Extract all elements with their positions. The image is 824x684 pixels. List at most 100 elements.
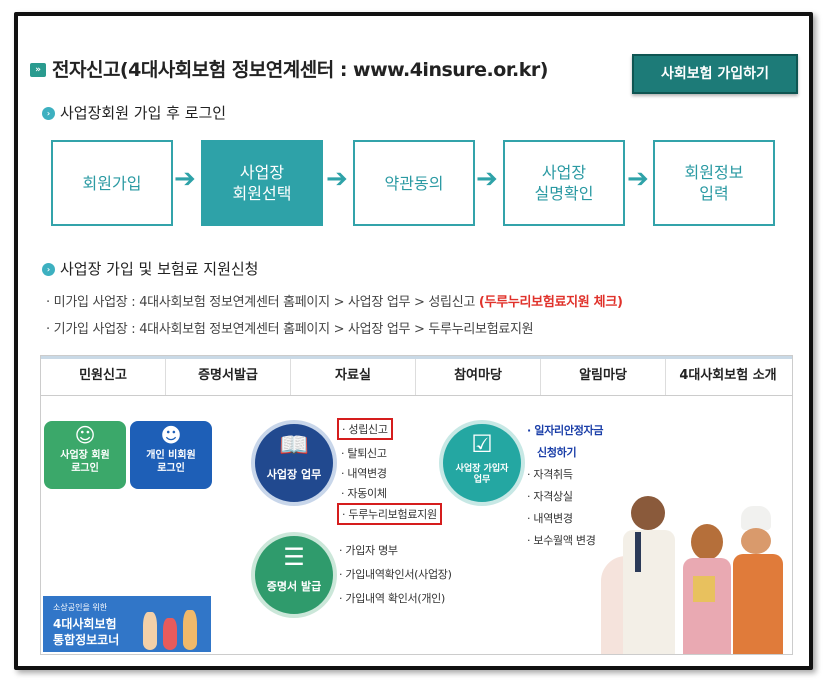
worker-head-icon: [741, 528, 771, 554]
circle-label: 증명서 발급: [266, 580, 322, 593]
list-item[interactable]: · 자격상실: [527, 490, 573, 503]
users-icon: ☺: [74, 423, 96, 447]
item-text: 성립신고: [348, 423, 388, 436]
list-item[interactable]: · 가입자 명부: [339, 544, 398, 557]
helmet-icon: [741, 506, 771, 530]
title-bullet-icon: »: [30, 63, 46, 77]
checkbox-icon: ☑: [471, 430, 493, 458]
page-title: 전자신고(4대사회보험 정보연계센터 : www.4insure.or.kr): [52, 59, 548, 81]
item-text: 가입자 명부: [345, 544, 398, 557]
tie-icon: [635, 532, 641, 572]
step-label-2: 입력: [699, 184, 729, 203]
business-task-list: · 성립신고 · 탈퇴신고 · 내역변경 · 자동이체 · 두루누리보험료지원: [337, 418, 442, 525]
site-screenshot: 민원신고 증명서발급 자료실 참여마당 알림마당 4대사회보험 소개 ☺ 사업장…: [40, 355, 793, 655]
info-text: 미가입 사업장 : 4대사회보험 정보연계센터 홈페이지 > 사업장 업무 > …: [53, 295, 479, 310]
item-text: 내역변경: [347, 467, 387, 480]
item-text: 자격상실: [533, 490, 573, 503]
step-label: 사업장: [541, 163, 587, 182]
business-task-circle[interactable]: 📖 사업장 업무: [251, 420, 337, 506]
item-text: 가입내역 확인서(개인): [345, 592, 445, 605]
woman-body-icon: [683, 558, 731, 654]
info-highlight: (두루누리보험료지원 체크): [478, 295, 623, 310]
business-login-tile[interactable]: ☺ 사업장 회원 로그인: [44, 421, 126, 489]
tile-label-2: 로그인: [71, 463, 99, 474]
user-icon: ☻: [160, 423, 182, 447]
item-text: 자동이체: [347, 487, 387, 500]
book-icon: [693, 576, 715, 602]
step-signup: 회원가입: [51, 140, 173, 226]
section1-heading: 사업장회원 가입 후 로그인: [60, 104, 227, 122]
circle-label: 사업장 가입자: [455, 464, 509, 474]
join-task-circle[interactable]: ☑ 사업장 가입자 업무: [439, 420, 525, 506]
tile-label-2: 로그인: [157, 463, 185, 474]
step-label: 사업장: [239, 163, 285, 182]
book-icon: 📖: [279, 431, 309, 459]
man-body-icon: [623, 530, 675, 654]
list-item[interactable]: · 내역변경: [527, 512, 573, 525]
item-text: 두루누리보험료지원: [348, 508, 437, 521]
promo-small: 소상공인을 위한: [53, 603, 108, 612]
nav-about[interactable]: 4대사회보험 소개: [679, 368, 777, 383]
info-line-unregistered: · 미가입 사업장 : 4대사회보험 정보연계센터 홈페이지 > 사업장 업무 …: [46, 295, 623, 310]
list-item-job-fund[interactable]: · 일자리안정자금: [527, 424, 604, 437]
content-frame: » 전자신고(4대사회보험 정보연계센터 : www.4insure.or.kr…: [14, 12, 813, 670]
list-item[interactable]: · 자격취득: [527, 468, 573, 481]
section2-heading: 사업장 가입 및 보험료 지원신청: [60, 260, 259, 278]
step-label-2: 회원선택: [232, 184, 292, 203]
list-item[interactable]: · 가입내역 확인서(개인): [339, 592, 445, 605]
list-item[interactable]: · 보수월액 변경: [527, 534, 596, 547]
people-illustration: [601, 496, 791, 654]
promo-person-icon: [143, 612, 157, 650]
step-label-2: 실명확인: [534, 184, 594, 203]
item-text: 보수월액 변경: [533, 534, 596, 547]
join-task-list: · 일자리안정자금 신청하기 · 자격취득 · 자격상실 · 내역변경 · 보수…: [527, 422, 603, 548]
certificate-circle[interactable]: ☰ 증명서 발급: [251, 532, 337, 618]
circle-label-2: 업무: [473, 475, 491, 485]
promo-line1: 4대사회보험: [53, 617, 117, 631]
list-item-durunuri[interactable]: · 두루누리보험료지원: [337, 503, 442, 525]
item-text: 일자리안정자금: [534, 424, 604, 437]
item-text: 신청하기: [537, 446, 577, 459]
nav-resources[interactable]: 자료실: [291, 359, 416, 395]
tile-label: 사업장 회원: [60, 450, 110, 461]
promo-person-icon: [183, 610, 197, 650]
item-text: 탈퇴신고: [347, 447, 387, 460]
step-label: 회원가입: [82, 173, 142, 193]
list-item-apply[interactable]: 신청하기: [537, 444, 603, 460]
info-line-registered: · 기가입 사업장 : 4대사회보험 정보연계센터 홈페이지 > 사업장 업무 …: [46, 322, 534, 337]
list-item[interactable]: · 자동이체: [341, 487, 387, 500]
document-stack-icon: ☰: [283, 543, 305, 571]
arrow-right-icon: ➔: [174, 164, 196, 194]
circle-label: 사업장 업무: [266, 468, 322, 481]
promo-banner[interactable]: 소상공인을 위한 4대사회보험 통합정보코너: [43, 596, 211, 652]
nav-complaint[interactable]: 민원신고: [41, 359, 166, 395]
list-item[interactable]: · 내역변경: [341, 467, 387, 480]
join-insurance-button[interactable]: 사회보험 가입하기: [632, 54, 798, 94]
list-item-establish[interactable]: · 성립신고: [337, 418, 393, 440]
nav-participation[interactable]: 참여마당: [416, 359, 541, 395]
man-head-icon: [631, 496, 665, 530]
item-text: 내역변경: [533, 512, 573, 525]
woman-head-icon: [691, 524, 723, 560]
step-label: 회원정보: [684, 163, 744, 182]
list-item[interactable]: · 탈퇴신고: [341, 447, 387, 460]
worker-body-icon: [733, 554, 783, 654]
list-item[interactable]: · 가입내역확인서(사업장): [339, 568, 452, 581]
nav-certificate[interactable]: 증명서발급: [166, 359, 291, 395]
site-nav: 민원신고 증명서발급 자료실 참여마당 알림마당 4대사회보험 소개: [41, 356, 792, 396]
personal-login-tile[interactable]: ☻ 개인 비회원 로그인: [130, 421, 212, 489]
info-text: 기가입 사업장 : 4대사회보험 정보연계센터 홈페이지 > 사업장 업무 > …: [53, 322, 534, 337]
certificate-list: · 가입자 명부 · 가입내역확인서(사업장) · 가입내역 확인서(개인): [339, 542, 452, 606]
nav-notice[interactable]: 알림마당: [541, 359, 666, 395]
arrow-right-icon: ➔: [627, 164, 649, 194]
arrow-right-icon: ➔: [326, 164, 348, 194]
section-bullet-icon: ›: [42, 107, 55, 120]
tile-label: 개인 비회원: [146, 450, 196, 461]
item-text: 가입내역확인서(사업장): [345, 568, 452, 581]
item-text: 자격취득: [533, 468, 573, 481]
section-bullet-icon: ›: [42, 263, 55, 276]
promo-person-icon: [163, 618, 177, 650]
arrow-right-icon: ➔: [476, 164, 498, 194]
